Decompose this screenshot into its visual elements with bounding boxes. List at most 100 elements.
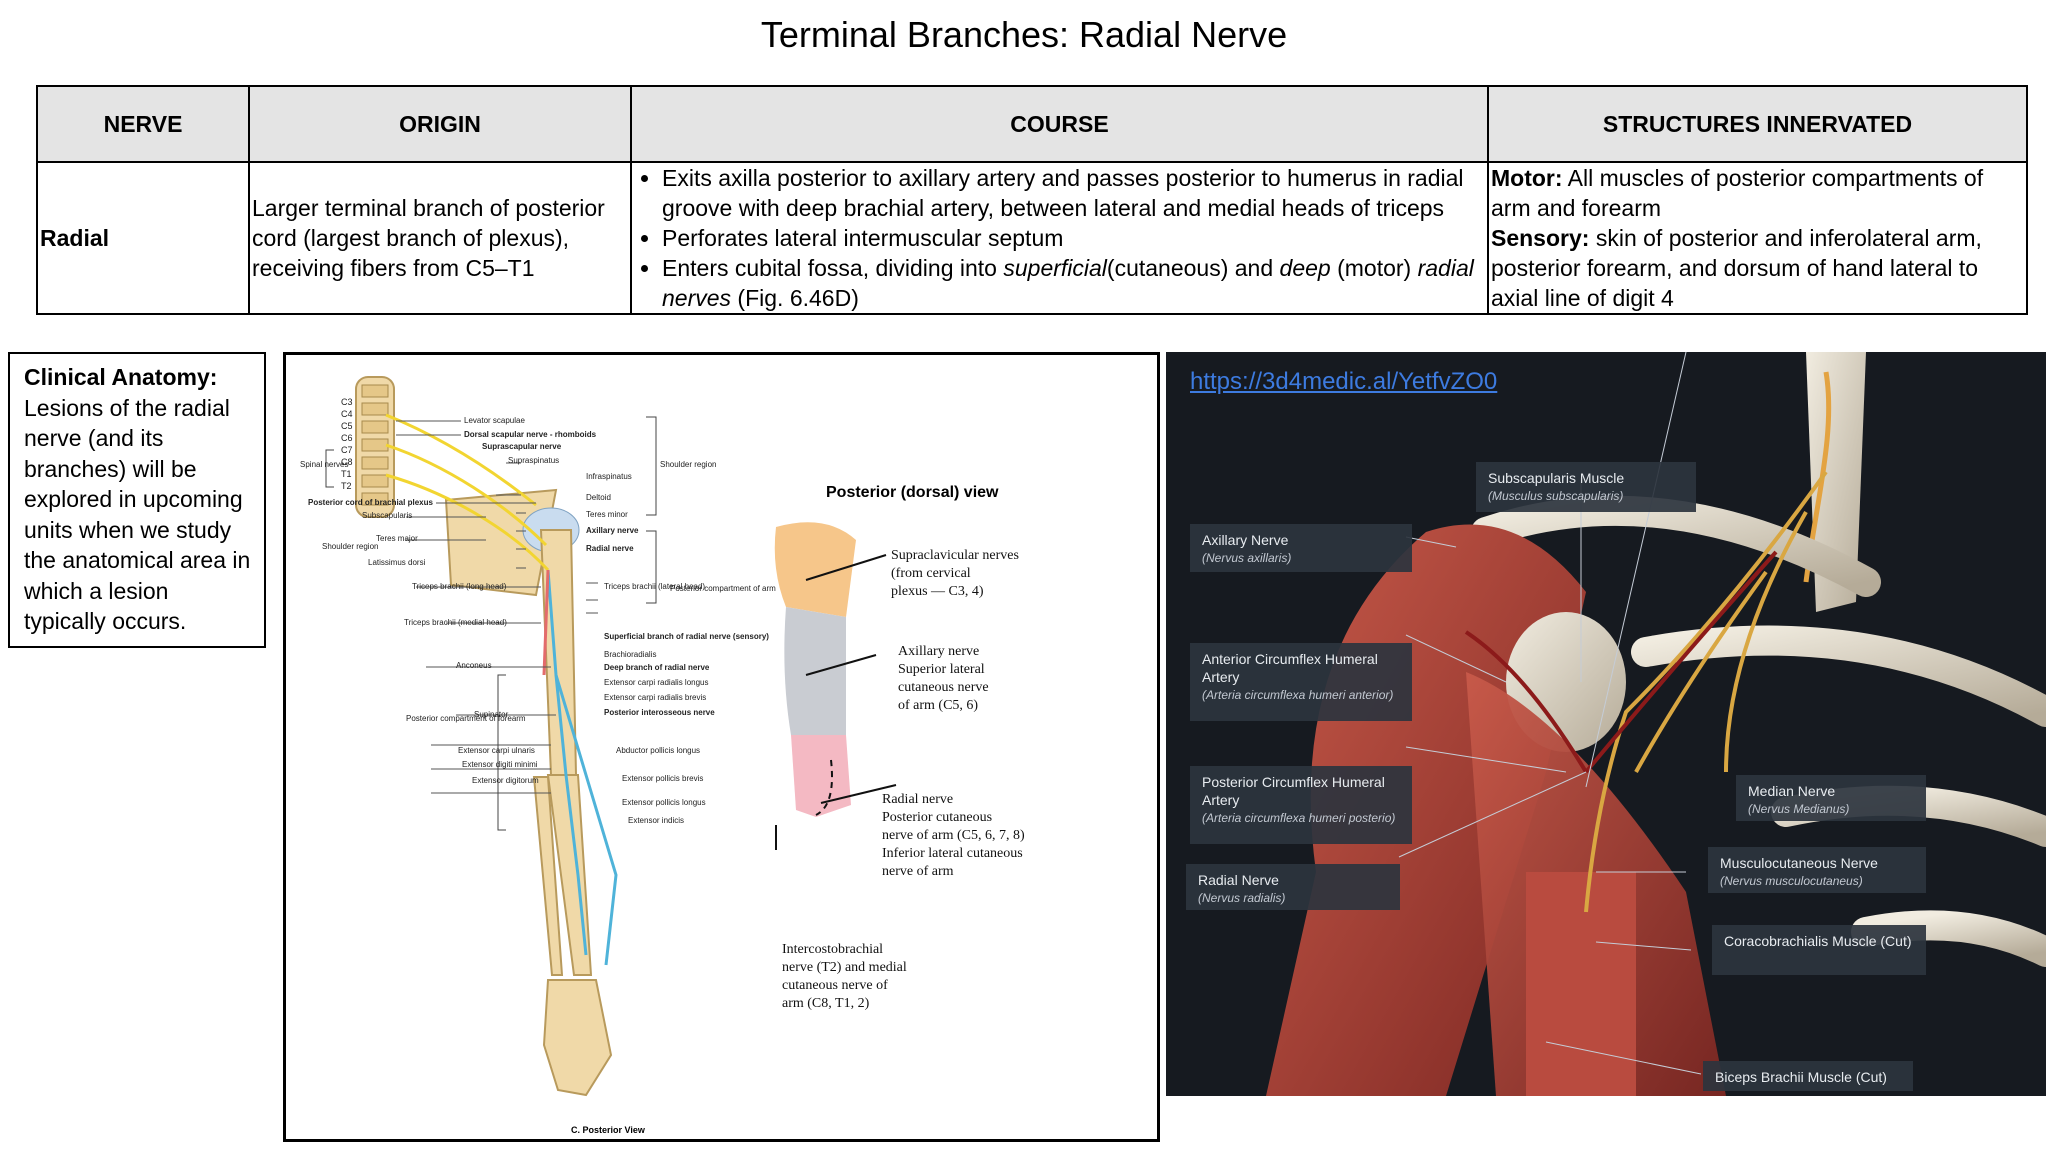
- label-supraspinatus: Supraspinatus: [508, 456, 559, 465]
- header-origin: ORIGIN: [248, 85, 632, 163]
- label-anconeus: Anconeus: [456, 661, 492, 670]
- label-supraclav-3: plexus — C3, 4): [891, 584, 984, 599]
- spine-label-c3: C3: [341, 397, 353, 407]
- label-coracobrachialis: Coracobrachialis Muscle (Cut): [1712, 925, 1926, 975]
- label-name: Anterior Circumflex Humeral Artery: [1202, 651, 1378, 685]
- label-latin: (Arteria circumflexa humeri anterior): [1202, 688, 1394, 702]
- cell-nerve: Radial: [36, 161, 250, 315]
- label-intercosto-4: arm (C8, T1, 2): [782, 996, 870, 1011]
- cell-origin: Larger terminal branch of posterior cord…: [248, 161, 632, 315]
- course-b3-radial-nerves: radial nerves: [662, 255, 1474, 311]
- table-row: Radial Larger terminal branch of posteri…: [36, 161, 2028, 315]
- label-shoulder-region-right: Shoulder region: [660, 460, 716, 469]
- figure-caption: C. Posterior View: [571, 1125, 646, 1135]
- external-link[interactable]: https://3d4medic.al/YetfvZO0: [1190, 368, 1498, 395]
- dermatome-labels: Supraclavicular nerves (from cervical pl…: [782, 548, 1025, 1011]
- label-axillary-2: Superior lateral: [898, 662, 985, 677]
- label-axillary-3: cutaneous nerve: [898, 680, 989, 695]
- label-levator-scapulae: Levator scapulae: [464, 416, 525, 425]
- label-radial-2: Posterior cutaneous: [882, 810, 992, 825]
- label-latin: (Nervus radialis): [1198, 891, 1286, 905]
- course-b3-deep: deep: [1279, 255, 1331, 281]
- label-ecrb: Extensor carpi radialis brevis: [604, 693, 706, 702]
- label-latin: (Nervus musculocutaneus): [1720, 874, 1863, 888]
- label-brachioradialis: Brachioradialis: [604, 650, 656, 659]
- label-name: Coracobrachialis Muscle (Cut): [1724, 933, 1912, 949]
- label-axillary-nerve: Axillary nerve: [586, 526, 639, 535]
- label-subscapularis: Subscapularis: [362, 511, 412, 520]
- label-axillary-1: Axillary nerve: [898, 644, 979, 659]
- course-b3-post: (Fig. 6.46D): [731, 285, 859, 311]
- cell-course: Exits axilla posterior to axillary arter…: [630, 161, 1489, 315]
- label-supraclav-2: (from cervical: [891, 566, 971, 581]
- label-radial-4: Inferior lateral cutaneous: [882, 846, 1023, 861]
- label-ecrl: Extensor carpi radialis longus: [604, 678, 709, 687]
- course-bullet-2: Perforates lateral intermuscular septum: [662, 223, 1485, 253]
- label-posterior-compartment-forearm: Posterior compartment of forearm: [406, 714, 526, 723]
- spine-labels: C3 C4 C5 C6 C7 C8 T1 T2 Spinal nerves: [300, 397, 353, 491]
- label-name: Posterior Circumflex Humeral Artery: [1202, 774, 1385, 808]
- spinal-nerves-label: Spinal nerves: [300, 460, 348, 469]
- label-latin: (Nervus Medianus): [1748, 802, 1850, 816]
- cell-structures: Motor: All muscles of posterior compartm…: [1487, 161, 2028, 315]
- spine-label-c5: C5: [341, 421, 353, 431]
- illustration-svg: C3 C4 C5 C6 C7 C8 T1 T2 Spinal nerves Po…: [300, 376, 1025, 1135]
- left-muscle-labels: Posterior cord of brachial plexus Subsca…: [308, 498, 539, 785]
- spine-label-c7: C7: [341, 445, 353, 455]
- nerve-table: NERVE ORIGIN COURSE STRUCTURES INNERVATE…: [36, 85, 2028, 315]
- right-muscle-labels: Levator scapulae Dorsal scapular nerve -…: [464, 416, 776, 825]
- label-infraspinatus: Infraspinatus: [586, 472, 632, 481]
- course-bullet-3: Enters cubital fossa, dividing into supe…: [662, 253, 1485, 313]
- course-b3-pre: Enters cubital fossa, dividing into: [662, 255, 1004, 281]
- label-apl: Abductor pollicis longus: [616, 746, 700, 755]
- label-posterior-interosseous: Posterior interosseous nerve: [604, 708, 715, 717]
- motor-label: Motor:: [1491, 165, 1563, 191]
- course-b3-mid2: (motor): [1330, 255, 1418, 281]
- dorsal-view-title: Posterior (dorsal) view: [826, 484, 999, 501]
- course-b3-superficial: superficial: [1003, 255, 1107, 281]
- spine-label-t2: T2: [341, 481, 352, 491]
- render-nerves: [1584, 470, 1828, 913]
- spine-label-c8: C8: [341, 457, 353, 467]
- label-name: Median Nerve: [1748, 783, 1836, 799]
- label-intercosto-3: cutaneous nerve of: [782, 978, 888, 993]
- 3d-anatomy-render: https://3d4medic.al/YetfvZO0 Subscapular…: [1166, 352, 2046, 1096]
- header-nerve: NERVE: [36, 85, 250, 163]
- label-epb: Extensor pollicis brevis: [622, 774, 703, 783]
- label-extensor-indicis: Extensor indicis: [628, 816, 684, 825]
- label-teres-major: Teres major: [376, 534, 418, 543]
- label-radial-nerve: Radial nerve: [586, 544, 634, 553]
- label-intercosto-1: Intercostobrachial: [782, 942, 883, 957]
- motor-text: All muscles of posterior compartments of…: [1491, 165, 1984, 221]
- label-supraclav-1: Supraclavicular nerves: [891, 548, 1019, 563]
- label-name: Musculocutaneous Nerve: [1720, 855, 1878, 871]
- label-ed: Extensor digitorum: [472, 776, 539, 785]
- render-arteries: [1464, 550, 1778, 774]
- label-radial-5: nerve of arm: [882, 864, 954, 879]
- label-radial-3: nerve of arm (C5, 6, 7, 8): [882, 828, 1025, 843]
- label-latin: (Musculus subscapularis): [1488, 489, 1624, 503]
- label-supinator: Supinator: [474, 710, 509, 719]
- table-header-row: NERVE ORIGIN COURSE STRUCTURES INNERVATE…: [36, 85, 2028, 163]
- label-radial-1: Radial nerve: [882, 792, 953, 807]
- label-latin: (Arteria circumflexa humeri posterio): [1202, 811, 1396, 825]
- label-anterior-circumflex: Anterior Circumflex Humeral Artery (Arte…: [1190, 643, 1412, 721]
- label-triceps-lateral: Triceps brachii (lateral head): [604, 582, 705, 591]
- spine-illustration: [355, 376, 395, 518]
- spine-label-c6: C6: [341, 433, 353, 443]
- nerve-name: Radial: [40, 225, 110, 251]
- label-subscapularis-muscle: Subscapularis Muscle (Musculus subscapul…: [1476, 462, 1696, 512]
- label-superficial-branch: Superficial branch of radial nerve (sens…: [604, 632, 769, 641]
- label-suprascapular: Suprascapular nerve: [482, 442, 562, 451]
- label-axillary-4: of arm (C5, 6): [898, 698, 978, 713]
- label-axillary-nerve-photo: Axillary Nerve (Nervus axillaris): [1190, 524, 1412, 572]
- label-triceps-long: Triceps brachii (long head): [412, 582, 507, 591]
- label-triceps-medial: Triceps brachii (medial head): [404, 618, 507, 627]
- label-intercosto-2: nerve (T2) and medial: [782, 960, 907, 975]
- course-list: Exits axilla posterior to axillary arter…: [634, 163, 1485, 313]
- label-shoulder-region-left: Shoulder region: [322, 542, 378, 551]
- sensory-label: Sensory:: [1491, 225, 1590, 251]
- clinical-heading: Clinical Anatomy:: [24, 364, 218, 390]
- dermatome-arm: [774, 522, 856, 817]
- sensory-text: skin of posterior and inferolateral arm,…: [1491, 225, 1982, 311]
